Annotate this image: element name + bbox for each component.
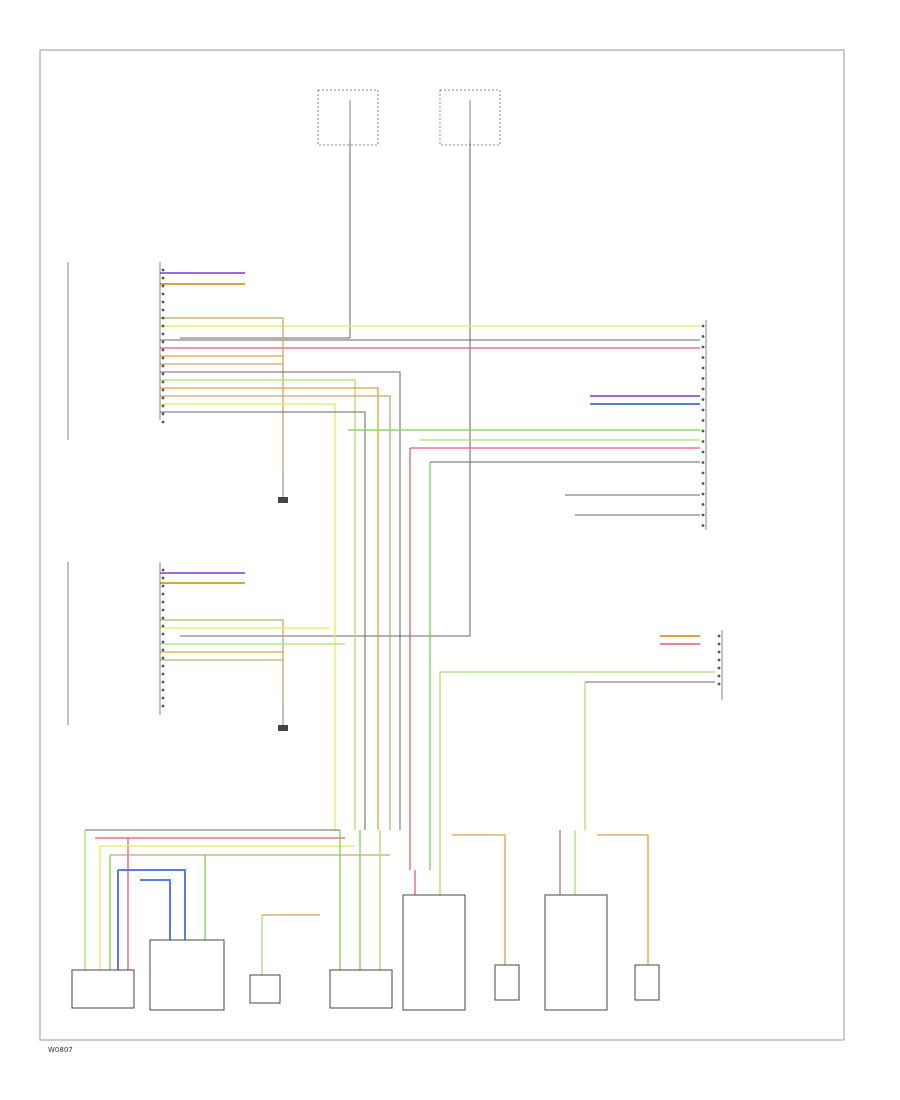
left-corner-pin bbox=[161, 412, 165, 416]
left-corner-pin bbox=[161, 340, 165, 344]
right-upper-pin bbox=[701, 366, 705, 370]
right-upper-pin bbox=[701, 398, 705, 401]
left-corner-pin bbox=[161, 276, 165, 280]
right-corner-pin bbox=[161, 616, 165, 620]
right-connector-lower bbox=[717, 630, 723, 700]
wire-62 bbox=[597, 834, 649, 965]
left-corner-pin bbox=[161, 356, 165, 360]
top-fuse-right bbox=[439, 89, 501, 146]
wire-13 bbox=[160, 387, 379, 830]
right-upper-pin bbox=[701, 524, 705, 527]
right-corner-pin bbox=[161, 608, 165, 612]
right-bulb-socket bbox=[494, 964, 520, 1001]
ground-module bbox=[249, 974, 281, 1004]
wire-29 bbox=[160, 619, 284, 700]
right-connector-upper bbox=[701, 320, 707, 530]
right-corner-pin bbox=[161, 696, 165, 700]
left-corner-pin bbox=[161, 388, 165, 392]
top-fuse-left bbox=[317, 89, 379, 146]
wire-1 bbox=[180, 140, 351, 339]
right-upper-pin bbox=[701, 482, 705, 485]
right-lower-pin bbox=[717, 650, 721, 654]
ground-symbol-1 bbox=[278, 470, 288, 503]
left-corner-pin bbox=[161, 300, 165, 304]
wire-harness bbox=[84, 140, 715, 975]
left-corner-pin bbox=[161, 396, 165, 400]
right-upper-pin bbox=[701, 324, 705, 328]
right-corner-pin bbox=[161, 688, 165, 692]
right-corner-pin bbox=[161, 664, 165, 668]
left-corner-pin bbox=[161, 268, 165, 272]
left-corner-pin bbox=[161, 332, 165, 336]
left-corner-pin bbox=[161, 308, 165, 312]
right-upper-pin bbox=[701, 492, 705, 496]
right-upper-pin bbox=[701, 408, 705, 412]
right-upper-pin bbox=[701, 450, 705, 454]
wire-59 bbox=[452, 834, 506, 965]
left-corner-pin bbox=[161, 284, 165, 288]
right-upper-pin bbox=[701, 377, 705, 380]
wire-2 bbox=[180, 140, 471, 637]
right-corner-pin bbox=[161, 648, 165, 652]
wire-8 bbox=[160, 317, 284, 470]
right-corner-pin bbox=[161, 704, 165, 708]
left-corner-pin bbox=[161, 364, 165, 368]
right-corner-pin bbox=[161, 672, 165, 676]
footer-code: W0807 bbox=[48, 1046, 73, 1054]
right-corner-pin bbox=[161, 592, 165, 596]
right-lower-pin bbox=[717, 658, 721, 662]
diagram-frame bbox=[39, 49, 845, 1041]
right-lower-pin bbox=[717, 642, 721, 646]
right-upper-pin bbox=[701, 513, 705, 517]
wire-49 bbox=[140, 879, 171, 940]
right-corner-pin bbox=[161, 680, 165, 684]
right-lower-pin bbox=[717, 682, 721, 686]
right-upper-pin bbox=[701, 356, 705, 359]
wire-48 bbox=[118, 869, 186, 940]
left-bulb-socket bbox=[634, 964, 660, 1001]
ground-symbol-2 bbox=[278, 700, 288, 731]
left-rear-sensor bbox=[329, 969, 393, 1009]
right-corner-pin bbox=[161, 576, 165, 580]
left-corner-pin bbox=[161, 292, 165, 296]
left-corner-pin bbox=[161, 420, 165, 424]
left-corner-pin bbox=[161, 324, 165, 328]
left-corner-pin bbox=[161, 372, 165, 376]
wire-14 bbox=[160, 395, 391, 830]
right-upper-pin bbox=[701, 440, 705, 443]
right-corner-pin bbox=[161, 624, 165, 628]
right-corner-pin bbox=[161, 632, 165, 636]
right-lower-pin bbox=[717, 634, 721, 638]
right-lower-pin bbox=[717, 666, 721, 670]
wire-12 bbox=[160, 379, 356, 830]
wire-15 bbox=[160, 403, 336, 830]
left-corner-pin bbox=[161, 380, 165, 384]
right-corner-pin bbox=[161, 584, 165, 588]
left-corner-module bbox=[67, 262, 165, 440]
right-corner-module bbox=[67, 562, 165, 725]
right-headlight-unit bbox=[402, 894, 466, 1011]
wire-16 bbox=[160, 411, 366, 830]
right-upper-pin bbox=[701, 387, 705, 391]
wire-11 bbox=[160, 371, 401, 830]
right-upper-pin bbox=[701, 419, 705, 422]
right-upper-pin bbox=[701, 461, 705, 464]
right-corner-pin bbox=[161, 600, 165, 604]
left-headlight-unit bbox=[544, 894, 608, 1011]
left-corner-pin bbox=[161, 348, 165, 352]
right-upper-pin bbox=[701, 503, 705, 506]
right-corner-pin bbox=[161, 568, 165, 572]
right-upper-pin bbox=[701, 345, 705, 349]
left-front-component bbox=[71, 969, 135, 1009]
left-corner-pin bbox=[161, 316, 165, 320]
right-corner-pin bbox=[161, 656, 165, 660]
left-corner-pin bbox=[161, 404, 165, 408]
right-upper-pin bbox=[701, 335, 705, 338]
right-upper-pin bbox=[701, 471, 705, 475]
front-control-unit bbox=[149, 939, 225, 1011]
right-corner-pin bbox=[161, 640, 165, 644]
right-lower-pin bbox=[717, 674, 721, 678]
right-upper-pin bbox=[701, 429, 705, 433]
